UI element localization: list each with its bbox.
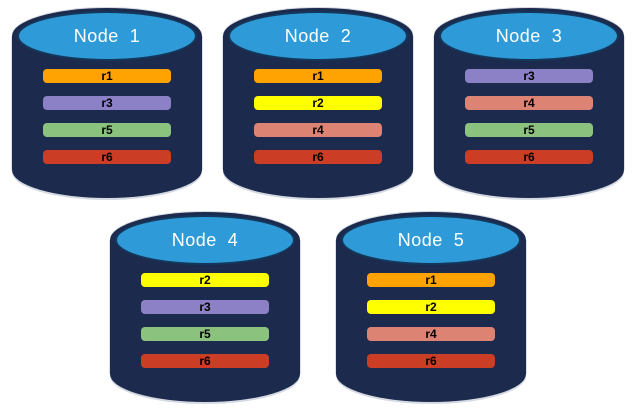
replica-bar-r4: r4 <box>465 96 593 110</box>
replica-bar-r1: r1 <box>254 69 382 83</box>
cylinder-top-face: Node 3 <box>439 11 619 61</box>
replica-bar-r2: r2 <box>254 96 382 110</box>
cylinder-top-face: Node 5 <box>341 215 521 265</box>
replica-bar-r5: r5 <box>141 327 269 341</box>
replica-bar-r6: r6 <box>141 354 269 368</box>
replica-bar-r4: r4 <box>367 327 495 341</box>
node-title: Node 2 <box>284 25 352 46</box>
replica-bar-r5: r5 <box>43 123 171 137</box>
node-title: Node 1 <box>73 25 141 46</box>
node-title: Node 5 <box>397 229 465 250</box>
replica-bar-r6: r6 <box>43 150 171 164</box>
replica-bar-r6: r6 <box>367 354 495 368</box>
replica-bar-r3: r3 <box>141 300 269 314</box>
replica-bar-r1: r1 <box>367 273 495 287</box>
replica-bars: r3 r4 r5 r6 <box>465 69 593 164</box>
replica-bar-r6: r6 <box>254 150 382 164</box>
replica-bar-r6: r6 <box>465 150 593 164</box>
replica-bar-r3: r3 <box>465 69 593 83</box>
replica-bar-r3: r3 <box>43 96 171 110</box>
cylinder-top-face: Node 4 <box>115 215 295 265</box>
replica-bar-r2: r2 <box>367 300 495 314</box>
replica-bars: r1 r2 r4 r6 <box>367 273 495 368</box>
database-node-5: Node 5 r1 r2 r4 r6 <box>336 212 526 402</box>
replica-bar-r1: r1 <box>43 69 171 83</box>
database-node-4: Node 4 r2 r3 r5 r6 <box>110 212 300 402</box>
replica-bars: r2 r3 r5 r6 <box>141 273 269 368</box>
cylinder-top-face: Node 1 <box>17 11 197 61</box>
database-node-1: Node 1 r1 r3 r5 r6 <box>12 8 202 198</box>
replica-bar-r4: r4 <box>254 123 382 137</box>
replica-bar-r5: r5 <box>465 123 593 137</box>
node-title: Node 4 <box>171 229 239 250</box>
node-row-top: Node 1 r1 r3 r5 r6 Node 2 r1 r2 r4 r6 Node 3 r… <box>0 0 636 198</box>
replica-bar-r2: r2 <box>141 273 269 287</box>
replica-bars: r1 r2 r4 r6 <box>254 69 382 164</box>
node-row-bottom: Node 4 r2 r3 r5 r6 Node 5 r1 r2 r4 r6 <box>0 198 636 402</box>
cylinder-top-face: Node 2 <box>228 11 408 61</box>
database-node-3: Node 3 r3 r4 r5 r6 <box>434 8 624 198</box>
database-node-2: Node 2 r1 r2 r4 r6 <box>223 8 413 198</box>
node-title: Node 3 <box>495 25 563 46</box>
replica-bars: r1 r3 r5 r6 <box>43 69 171 164</box>
